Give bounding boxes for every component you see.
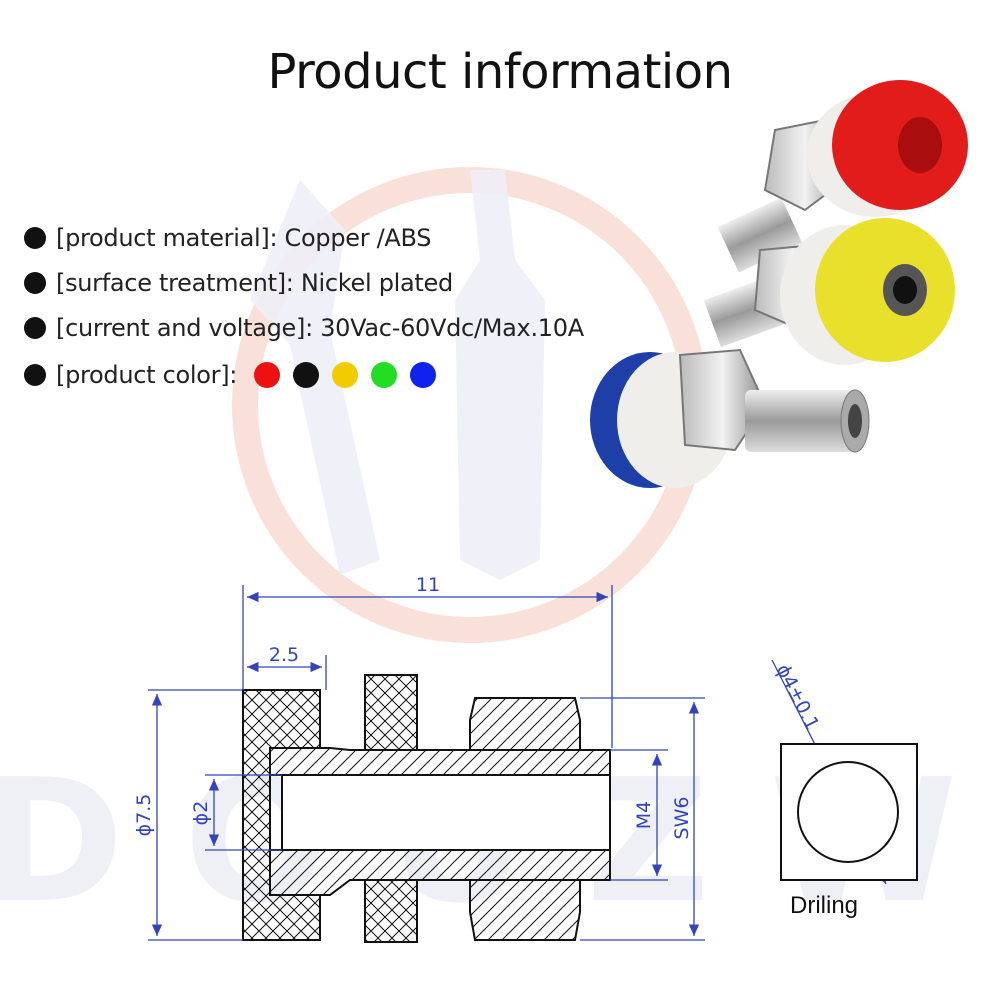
bullet-icon — [24, 364, 46, 386]
spec-label: [product color] — [56, 361, 230, 389]
swatch-green — [371, 362, 398, 388]
dim-length: 11 — [416, 574, 440, 596]
swatch-blue — [410, 362, 437, 388]
spec-material: [product material]: Copper /ABS — [24, 221, 432, 255]
spec-value: : Copper /ABS — [269, 224, 432, 252]
red-terminal — [717, 80, 968, 273]
spec-value: : Nickel plated — [285, 269, 453, 297]
yellow-terminal — [703, 218, 955, 365]
hole-caption: Driling — [790, 892, 859, 919]
spec-label: [surface treatment] — [56, 269, 286, 297]
spec-value: : — [229, 361, 238, 389]
spec-surface: [surface treatment]: Nickel plated — [24, 266, 453, 300]
hole-square — [780, 743, 918, 881]
spec-current-voltage: [current and voltage]: 30Vac-60Vdc/Max.1… — [24, 311, 584, 345]
dim-thread: M4 — [633, 801, 655, 829]
dim-nut: SW6 — [671, 797, 693, 840]
part-section — [242, 674, 611, 943]
spec-value: : 30Vac-60Vdc/Max.10A — [305, 314, 584, 342]
dim-outer-diameter: ϕ7.5 — [133, 794, 155, 837]
dim-hole: ϕ4±0.1 — [771, 661, 823, 734]
swatch-yellow — [332, 362, 359, 388]
bullet-icon — [24, 317, 46, 339]
bullet-icon — [24, 272, 46, 294]
swatch-red — [254, 362, 281, 388]
dim-flange: 2.5 — [269, 644, 299, 666]
color-swatches — [241, 362, 437, 388]
spec-label: [current and voltage] — [56, 314, 306, 342]
blue-terminal — [590, 348, 870, 488]
technical-drawing: 11 2.5 ϕ7.5 ϕ2 M4 SW6 ϕ4±0.1 — [133, 574, 918, 943]
swatch-black — [293, 362, 320, 388]
bullet-icon — [24, 227, 46, 249]
page-title: Product information — [267, 44, 733, 100]
product-photo — [590, 80, 968, 488]
spec-color: [product color]: — [24, 358, 437, 392]
spec-label: [product material] — [56, 224, 270, 252]
dim-bore: ϕ2 — [190, 801, 212, 826]
